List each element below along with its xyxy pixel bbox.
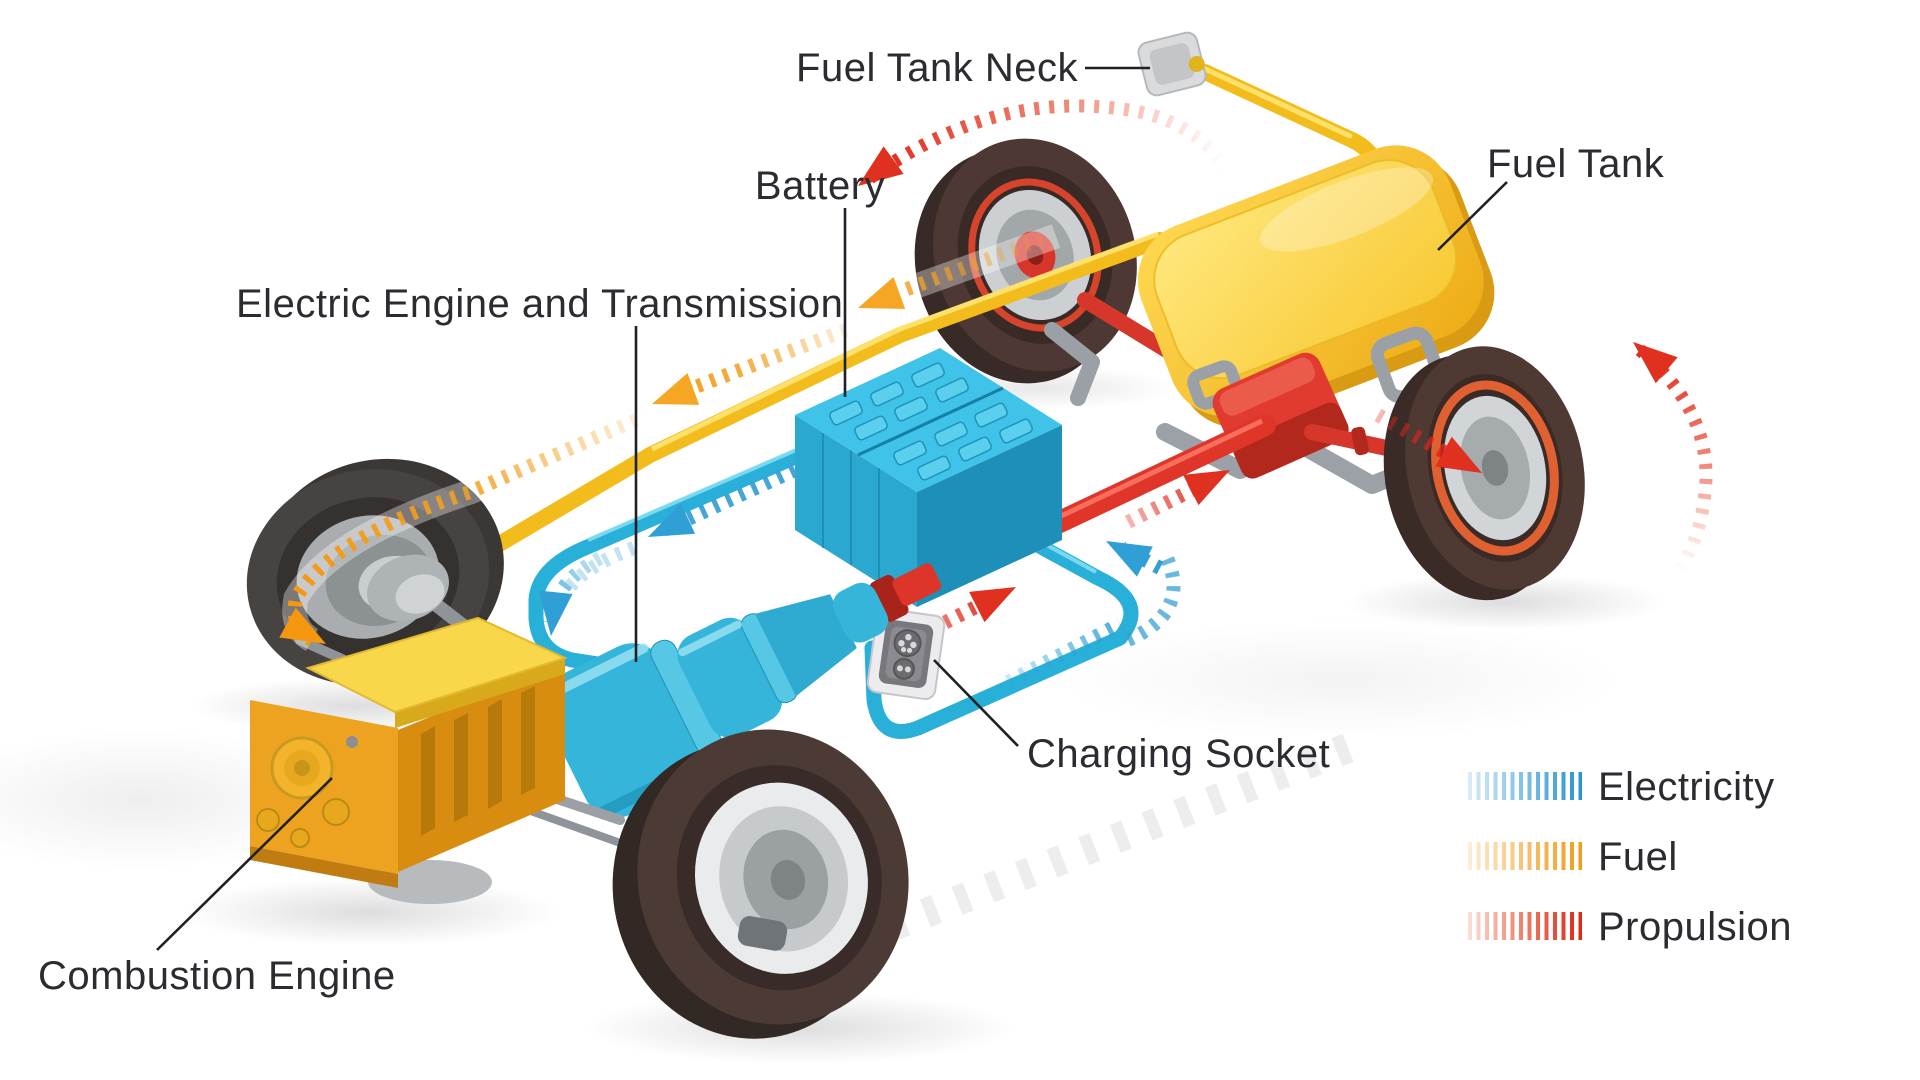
label-electric-engine-transmission: Electric Engine and Transmission (236, 282, 843, 326)
legend-label-electricity: Electricity (1598, 765, 1775, 809)
legend-item-propulsion: Propulsion (1468, 905, 1792, 949)
ground-chevrons (856, 730, 1364, 952)
label-battery: Battery (755, 164, 885, 208)
charging-socket (866, 607, 946, 701)
electric-motor-transmission (540, 563, 942, 819)
label-combustion-engine: Combustion Engine (38, 954, 396, 998)
label-fuel-tank: Fuel Tank (1487, 142, 1665, 186)
propulsion-arrow-icon (969, 571, 1024, 623)
legend-item-fuel: Fuel (1468, 835, 1678, 879)
leader-charging-socket (933, 659, 1019, 747)
leader-lines (156, 66, 1508, 951)
fuel-arrow-icon (646, 372, 700, 420)
fuel-flow-upper (646, 224, 1061, 420)
battery-pack (795, 348, 1062, 607)
electricity-arrow-icon (1098, 525, 1153, 577)
legend: Electricity Fuel Propulsion (1468, 765, 1792, 949)
battery-cell-caps (829, 362, 1033, 481)
wheel-front-right (1383, 346, 1585, 601)
fuel-tank (1137, 145, 1495, 428)
legend-label-fuel: Fuel (1598, 835, 1678, 879)
label-charging-socket: Charging Socket (1027, 732, 1330, 776)
leader-fuel-tank (1437, 181, 1508, 251)
combustion-engine (250, 616, 644, 904)
chassis-post (1044, 322, 1100, 406)
label-fuel-tank-neck: Fuel Tank Neck (796, 46, 1078, 90)
differential (1212, 352, 1349, 479)
legend-label-propulsion: Propulsion (1598, 905, 1792, 949)
callout-labels: Fuel Tank Neck Fuel Tank Battery Electri… (38, 46, 1665, 998)
axle-coupling (1351, 426, 1369, 456)
propulsion-rotation-arc-front (1622, 328, 1719, 577)
propulsion-rotation-arc-rear (848, 93, 1238, 200)
engine-grille (421, 686, 535, 836)
leader-combustion-engine (156, 777, 333, 951)
legend-item-electricity: Electricity (1468, 765, 1775, 809)
fuel-flow-wheel-curve (279, 408, 641, 659)
electricity-flow (534, 463, 1181, 689)
wheel-rear-left (612, 729, 909, 1039)
